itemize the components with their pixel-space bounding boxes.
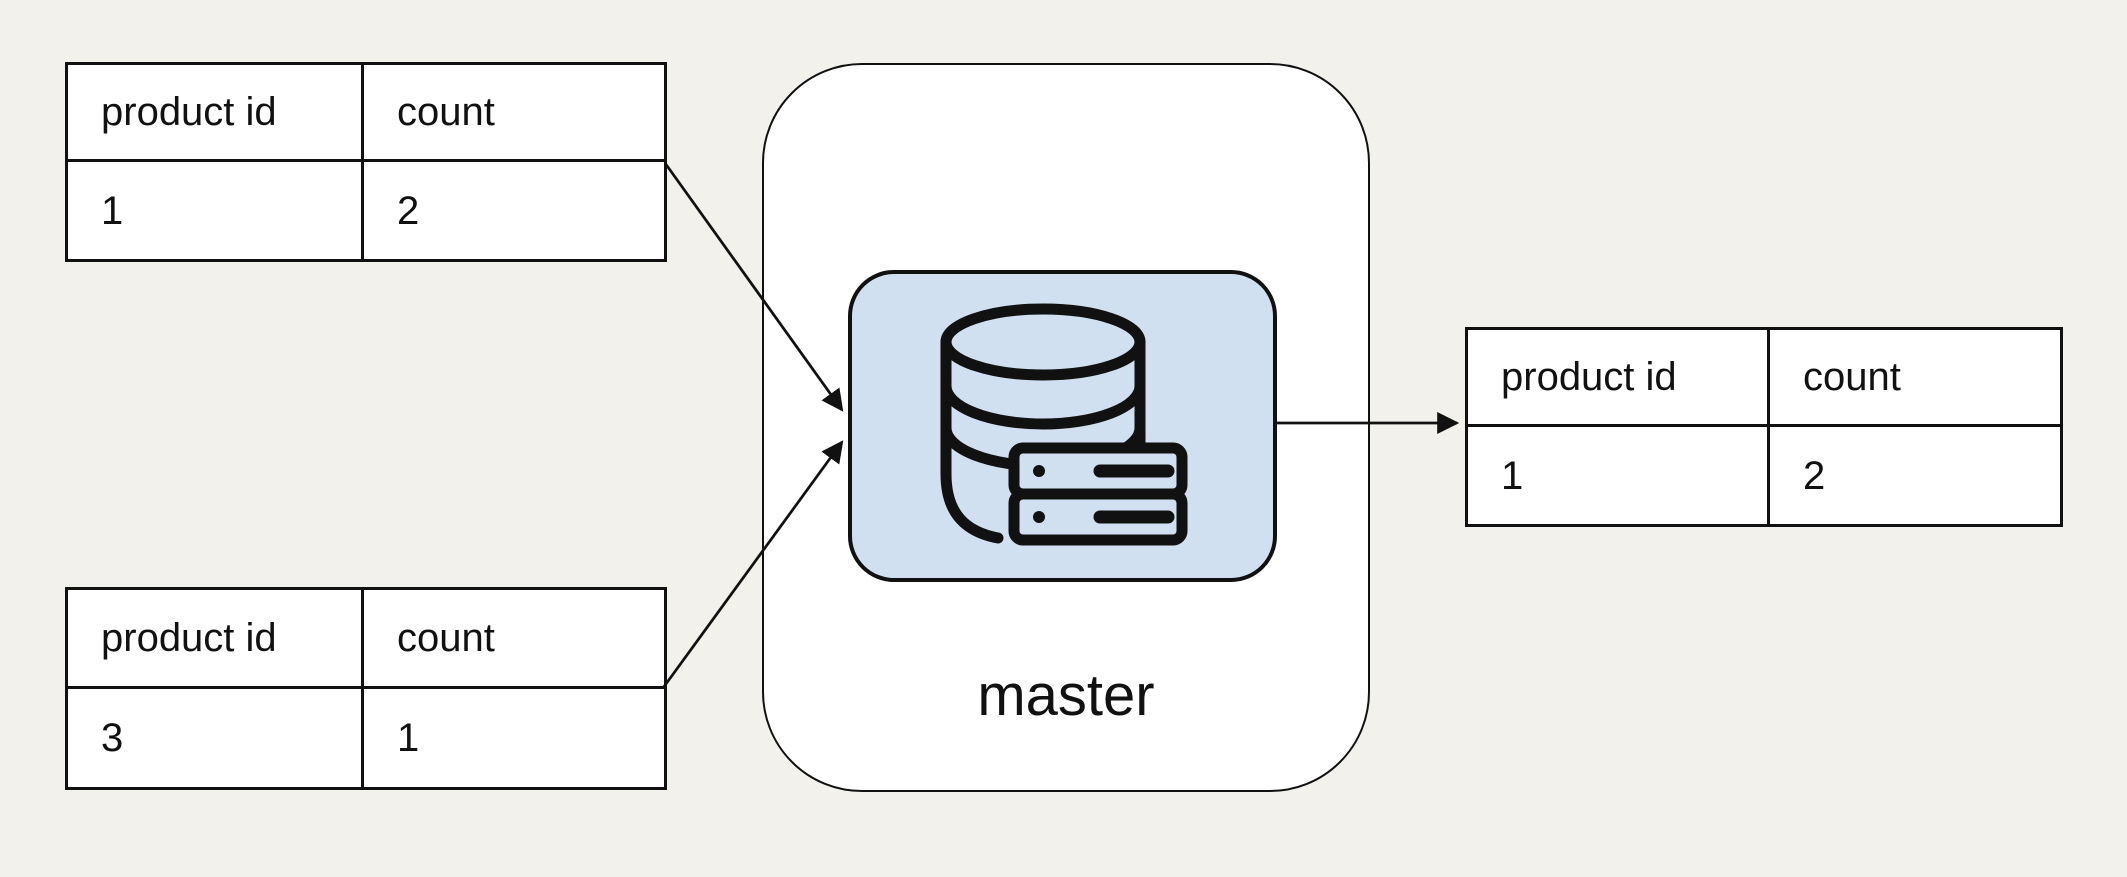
- database-server-icon: [940, 303, 1187, 546]
- master-label: master: [977, 663, 1155, 728]
- header-cell-product-id: product id: [68, 65, 364, 159]
- data-cell-count: 2: [397, 188, 420, 233]
- header-cell-count: count: [1803, 355, 1901, 399]
- database-icon-panel: [848, 270, 1277, 582]
- data-cell-count: 1: [397, 715, 420, 760]
- table-header-row: product id count: [68, 65, 664, 162]
- header-cell-product-id: product id: [1468, 330, 1770, 424]
- data-cell-product-id: 1: [68, 162, 364, 259]
- table-data-row: 1 2: [1468, 427, 2060, 524]
- input-bottom-table: product id count 3 1: [65, 587, 667, 790]
- output-table: product id count 1 2: [1465, 327, 2063, 527]
- master-node: master: [762, 63, 1370, 792]
- table-data-row: 3 1: [68, 688, 664, 787]
- header-cell-count: count: [397, 615, 495, 660]
- table-data-row: 1 2: [68, 162, 664, 259]
- header-cell-product-id: product id: [68, 590, 364, 686]
- table-header-row: product id count: [1468, 330, 2060, 427]
- table-header-row: product id count: [68, 590, 664, 689]
- header-cell-count: count: [397, 90, 495, 134]
- data-cell-product-id: 1: [1468, 427, 1770, 524]
- data-cell-product-id: 3: [68, 688, 364, 787]
- data-cell-count: 2: [1803, 453, 1826, 498]
- input-top-table: product id count 1 2: [65, 62, 667, 262]
